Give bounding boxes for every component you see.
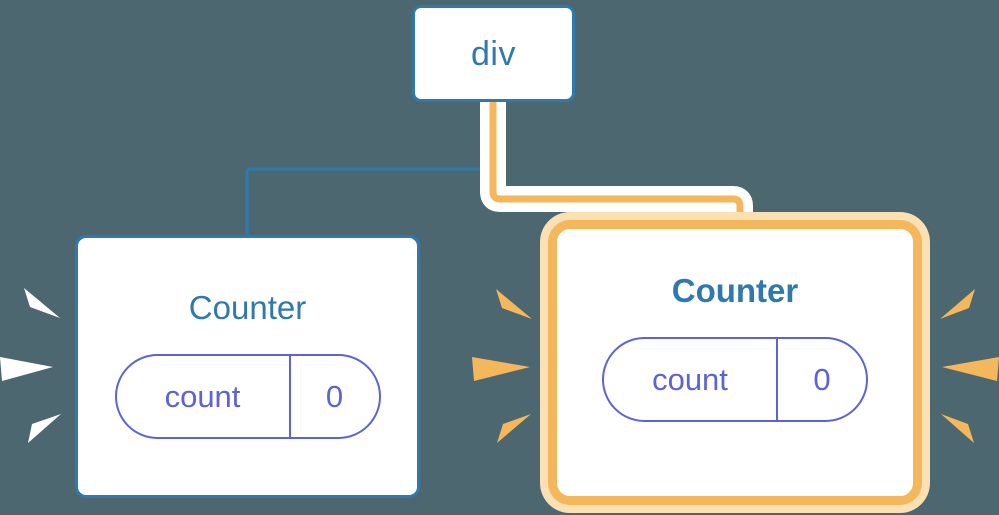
sparkle-ray-icon xyxy=(941,414,974,443)
sparkle-group-right-orange xyxy=(940,289,999,443)
node-div-label: div xyxy=(471,34,516,73)
sparkle-ray-icon xyxy=(942,357,999,381)
sparkle-ray-icon xyxy=(472,357,530,381)
sparkle-ray-icon xyxy=(940,289,975,319)
state-pill-right-key: count xyxy=(652,362,728,397)
sparkle-ray-icon xyxy=(28,414,61,443)
node-counter-right-title: Counter xyxy=(671,272,799,309)
sparkle-ray-icon xyxy=(24,288,60,318)
edge-root-to-counter-right xyxy=(489,102,744,232)
state-pill-right-value: 0 xyxy=(776,339,866,420)
node-counter-right[interactable]: Counter count 0 xyxy=(548,220,922,505)
sparkle-ray-icon xyxy=(497,414,531,443)
node-counter-left[interactable]: Counter count 0 xyxy=(75,235,420,498)
node-div-root[interactable]: div xyxy=(412,5,575,102)
state-pill-right[interactable]: count 0 xyxy=(602,337,868,422)
sparkle-ray-icon xyxy=(0,357,53,381)
sparkle-group-mid-orange xyxy=(472,289,532,443)
state-pill-left-value: 0 xyxy=(288,356,379,437)
state-pill-left-key: count xyxy=(164,379,241,414)
sparkle-ray-icon xyxy=(496,289,532,319)
sparkle-group-left-white xyxy=(0,288,61,443)
node-counter-left-title: Counter xyxy=(188,289,307,326)
state-pill-left[interactable]: count 0 xyxy=(114,354,381,439)
